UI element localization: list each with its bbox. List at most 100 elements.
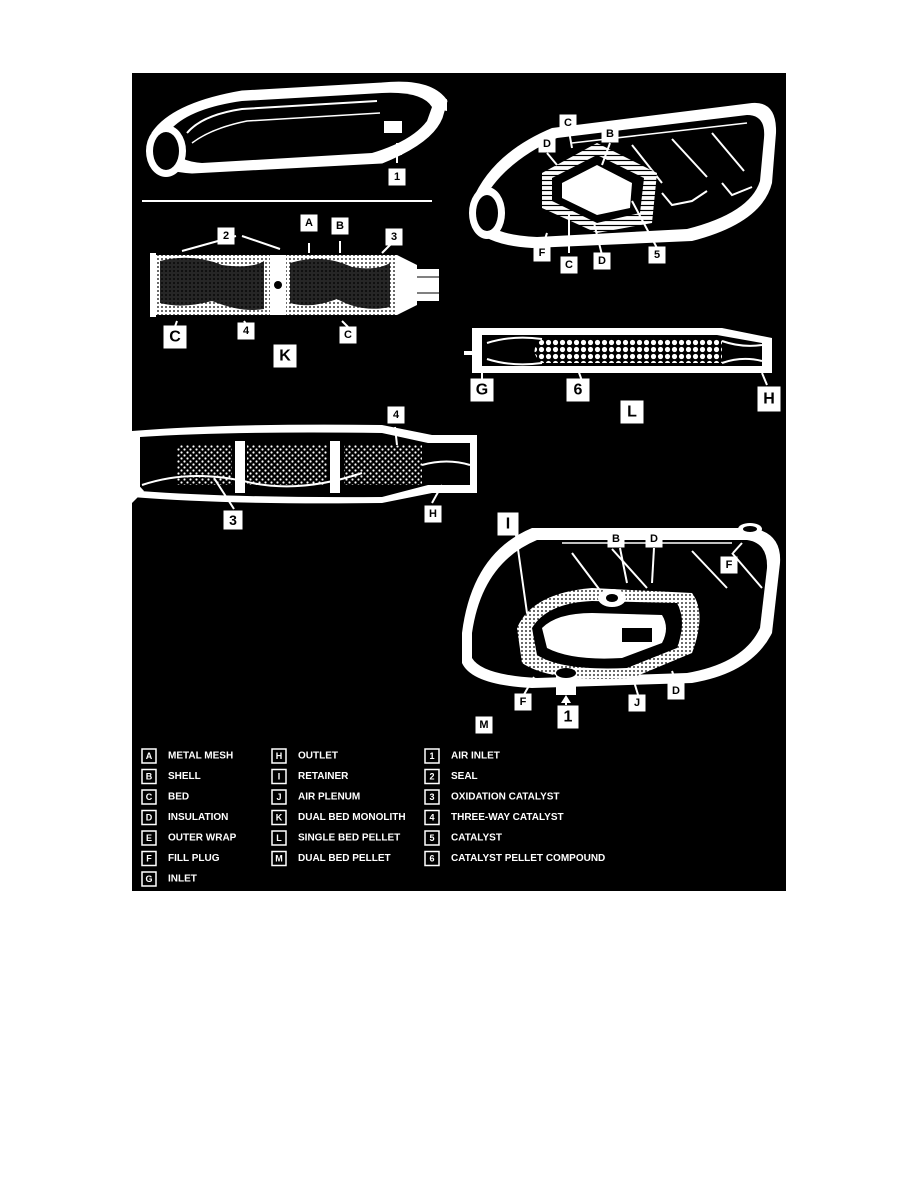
callout-a-metal-mesh: A [300,214,318,232]
svg-text:F: F [539,247,546,259]
legend-item: B SHELL [141,768,201,785]
legend-item: I RETAINER [271,768,349,785]
callout-d-upper-right-lower: D [593,252,611,270]
legend-code-box [424,748,440,764]
legend-code-box [271,850,287,867]
legend-code: M [275,854,283,864]
callout-h-outlet-lower: H [424,505,442,523]
legend-item: J AIR PLENUM [271,789,360,805]
legend-code: C [146,792,153,802]
svg-text:L: L [627,404,637,421]
callout-f-upper-right: F [533,244,551,262]
dual-bed-pellet-view [462,523,781,705]
callout-b-lower-right: B [607,530,625,548]
callout-j-air-plenum: J [628,694,646,712]
legend-label: SINGLE BED PELLET [298,833,400,844]
svg-text:H: H [763,391,775,408]
legend-code-box [271,830,287,846]
legend-label: OXIDATION CATALYST [451,792,560,803]
legend-code-box [271,789,287,805]
legend-label: AIR PLENUM [298,792,360,803]
svg-text:5: 5 [654,249,660,261]
figure-drawing: 1 2 A B 3 C 4 C K C B D F C D 5 G 6 H L … [132,81,781,887]
legend-code: 3 [429,792,434,802]
legend-code-box [141,789,157,805]
svg-text:D: D [672,685,680,697]
monolith-cutaway-view [469,102,777,256]
callout-6-catalyst-pellet-compound: 6 [566,378,590,402]
legend-item: 6 CATALYST PELLET COMPOUND [424,850,605,867]
svg-text:3: 3 [391,231,397,243]
legend-label: OUTER WRAP [168,833,237,844]
callout-1-air-inlet-lower: 1 [557,705,579,729]
legend-item: 3 OXIDATION CATALYST [424,789,560,805]
svg-text:2: 2 [223,230,229,242]
legend-code-box [141,871,157,887]
svg-text:D: D [598,255,606,267]
callout-f-fill-plug-top: F [720,556,738,574]
callout-c-upper-right: C [559,114,577,132]
legend-code: 1 [429,751,434,761]
legend-code: 5 [429,833,434,843]
callout-c-bed-left: C [163,325,187,349]
svg-text:B: B [336,220,344,232]
svg-text:F: F [726,559,733,571]
callout-i-retainer: I [497,512,519,536]
legend-label: RETAINER [298,771,349,782]
legend-label: INLET [168,874,197,885]
svg-text:4: 4 [393,409,400,421]
svg-text:C: C [169,329,181,346]
legend-label: SEAL [451,771,478,782]
svg-text:4: 4 [243,325,250,337]
legend-code: 6 [429,854,434,864]
svg-text:A: A [305,217,313,229]
svg-text:I: I [506,516,510,533]
legend-code: I [278,772,281,782]
legend-code: A [146,751,153,761]
legend-code-box [424,789,440,805]
legend-code-box [424,809,440,826]
legend-code: B [146,772,153,782]
svg-text:C: C [564,117,572,129]
legend-label: CATALYST PELLET COMPOUND [451,853,605,864]
callout-b-shell: B [331,217,349,235]
callout-d-upper-right: D [538,135,556,153]
callout-h-outlet-mid: H [757,386,781,412]
svg-text:D: D [543,138,551,150]
svg-text:C: C [565,259,573,271]
legend-label: SHELL [168,771,201,782]
legend-item: A METAL MESH [141,748,233,764]
svg-text:G: G [476,382,488,399]
svg-text:D: D [650,533,658,545]
svg-text:1: 1 [564,709,573,726]
callout-3-oxidation-catalyst: 3 [385,228,403,246]
dual-bed-monolith-view [150,235,439,336]
legend-code-box [141,830,157,846]
legend-code-box [141,809,157,826]
legend-code-box [141,748,157,764]
legend-code: J [276,792,281,802]
callout-4-three-way-catalyst-lower: 4 [387,406,405,424]
callout-d-insulation-lower: D [667,682,685,700]
single-bed-pellet-view [464,328,772,386]
legend-code-box [141,768,157,785]
callout-2-seal: 2 [217,227,235,245]
svg-text:M: M [479,719,488,731]
callout-m-dual-bed-pellet: M [475,716,493,734]
svg-text:B: B [612,533,620,545]
callout-k-dual-bed-monolith: K [273,344,297,368]
callout-4-three-way-catalyst: 4 [237,322,255,340]
svg-text:1: 1 [394,171,400,183]
legend-label: METAL MESH [168,751,233,762]
svg-text:J: J [634,697,640,709]
